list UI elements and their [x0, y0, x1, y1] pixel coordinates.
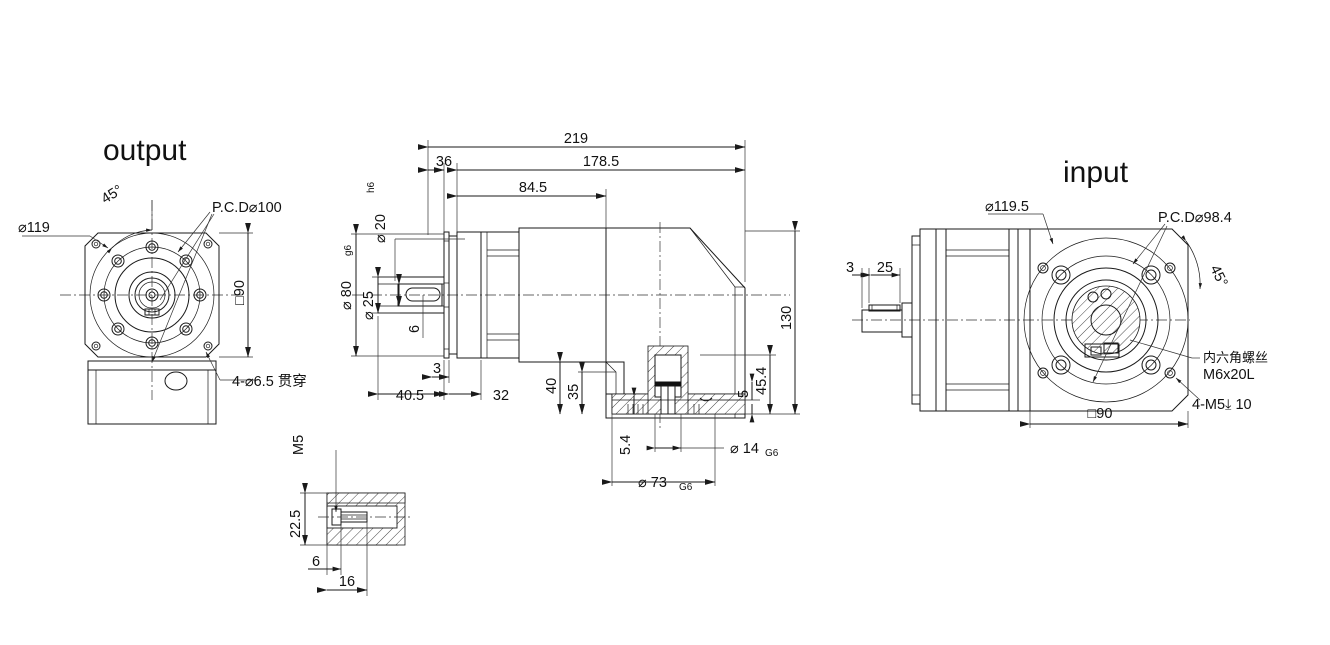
input-outer-circle-1195	[1023, 237, 1189, 403]
input-screw-spec-label: M6x20L	[1203, 367, 1255, 383]
input-motor-body	[911, 228, 1019, 412]
pcd984-leader-1	[1132, 223, 1166, 265]
dim-height-40: 40	[544, 378, 560, 394]
input-bolt-hole-group	[1051, 265, 1161, 375]
output-holes-label: 4-⌀6.5 贯穿	[232, 373, 307, 390]
dim-height-5: 5	[736, 390, 752, 398]
dim-height-130: 130	[779, 306, 795, 330]
input-pcd-circle-984	[1041, 255, 1171, 385]
d1195-leader-d	[1042, 213, 1054, 245]
section-side-view: 219 36 178.5 84.5 ⌀ 20 h6 ⌀ 80 g6 ⌀ 25 6	[339, 131, 800, 493]
dim-pilot-dia: ⌀ 80	[339, 281, 355, 310]
base-section	[605, 345, 746, 415]
dim-height-54: 5.4	[618, 435, 634, 455]
dim-height-35: 35	[566, 384, 582, 400]
output-shaft-inner-circle	[138, 281, 166, 309]
pcd100-leader-1	[177, 211, 211, 253]
input-tapped-holes-label: 4-M5⤓ 10	[1192, 397, 1252, 413]
input-inner-circle	[1065, 279, 1147, 361]
dim-bore-14: ⌀ 14	[730, 441, 759, 457]
dim-shaft-36: 36	[436, 154, 452, 170]
input-shaft-bore	[1090, 304, 1122, 336]
screw-leader	[1129, 339, 1193, 359]
input-square-label: □90	[1088, 406, 1113, 422]
input-small-hole-1	[1087, 291, 1099, 303]
input-small-hole-2	[1100, 288, 1112, 300]
dim-overall-length: 219	[564, 131, 588, 147]
dim-shaft-dia: ⌀ 20	[373, 214, 389, 243]
output-boss-circle	[128, 271, 176, 319]
detail-section-view: M5 22.5 6 16	[288, 435, 412, 596]
input-clamp-screw-2	[1103, 342, 1119, 354]
output-center-bore	[148, 291, 156, 299]
dim-mid-length: 84.5	[519, 180, 547, 196]
dim-boss-dia: ⌀ 25	[361, 291, 377, 320]
view-title-input: input	[1063, 156, 1129, 189]
dim-bore-73: ⌀ 73	[638, 475, 667, 491]
dim-shaft-ext: 40.5	[396, 388, 424, 404]
input-flange-circle	[1053, 267, 1159, 373]
output-pilot-circle	[114, 257, 190, 333]
detail-thread-label: M5	[291, 435, 307, 455]
dim-input-shaft-step: 3	[846, 260, 854, 276]
hole65-leader-d	[205, 351, 221, 381]
dim-flange-32: 32	[493, 388, 509, 404]
dim-shaft-dia-tol: h6	[366, 181, 377, 193]
pcd100-leader-3	[159, 213, 215, 301]
dia119-leader-d	[89, 235, 109, 249]
dim-pilot-dia-tol: g6	[343, 244, 354, 256]
dim-height-454: 45.4	[754, 367, 770, 395]
dim-body-length: 178.5	[583, 154, 619, 170]
dim-bore-14-tol: G6	[765, 448, 779, 459]
detail-height-label: 22.5	[288, 510, 304, 538]
detail-offset-label: 6	[312, 554, 320, 570]
output-shaft-circle	[134, 277, 170, 313]
output-bore-circle	[145, 288, 159, 302]
m5-leader	[1175, 377, 1201, 401]
output-corner-hole-group	[91, 239, 213, 351]
detail-width-label: 16	[339, 574, 355, 590]
input-screw-cjk-label: 内六角螺丝	[1203, 350, 1268, 366]
input-clamp-slot	[1084, 343, 1120, 358]
output-45-arc	[106, 228, 153, 254]
input-pcd-label: P.C.D⌀98.4	[1158, 210, 1232, 226]
dim-bore-73-tol: G6	[679, 482, 693, 493]
dim-input-shaft-len: 25	[877, 260, 893, 276]
output-keyway	[144, 308, 160, 316]
input-45-arc	[1181, 235, 1203, 290]
input-flange-edge	[1017, 228, 1031, 412]
view-title-output: output	[103, 134, 187, 167]
pcd984-leader-2	[1092, 225, 1168, 383]
pcd100-leader-2	[151, 213, 213, 363]
input-end-view: 3 25 ⌀119.5 P.C.D⌀98.4 45° □90 内六角螺丝 M6x…	[846, 199, 1268, 428]
output-square-label: □90	[232, 280, 248, 305]
input-outer-dia-label: ⌀119.5	[985, 199, 1029, 215]
output-pcd-label: P.C.D⌀100	[212, 200, 282, 216]
output-outer-dia-label: ⌀119	[18, 220, 50, 236]
input-tapped-hole-group	[1037, 262, 1176, 379]
dim-step-3: 3	[433, 361, 441, 377]
dim-key-width: 6	[407, 325, 423, 333]
input-clamp-screw-1	[1090, 346, 1102, 356]
